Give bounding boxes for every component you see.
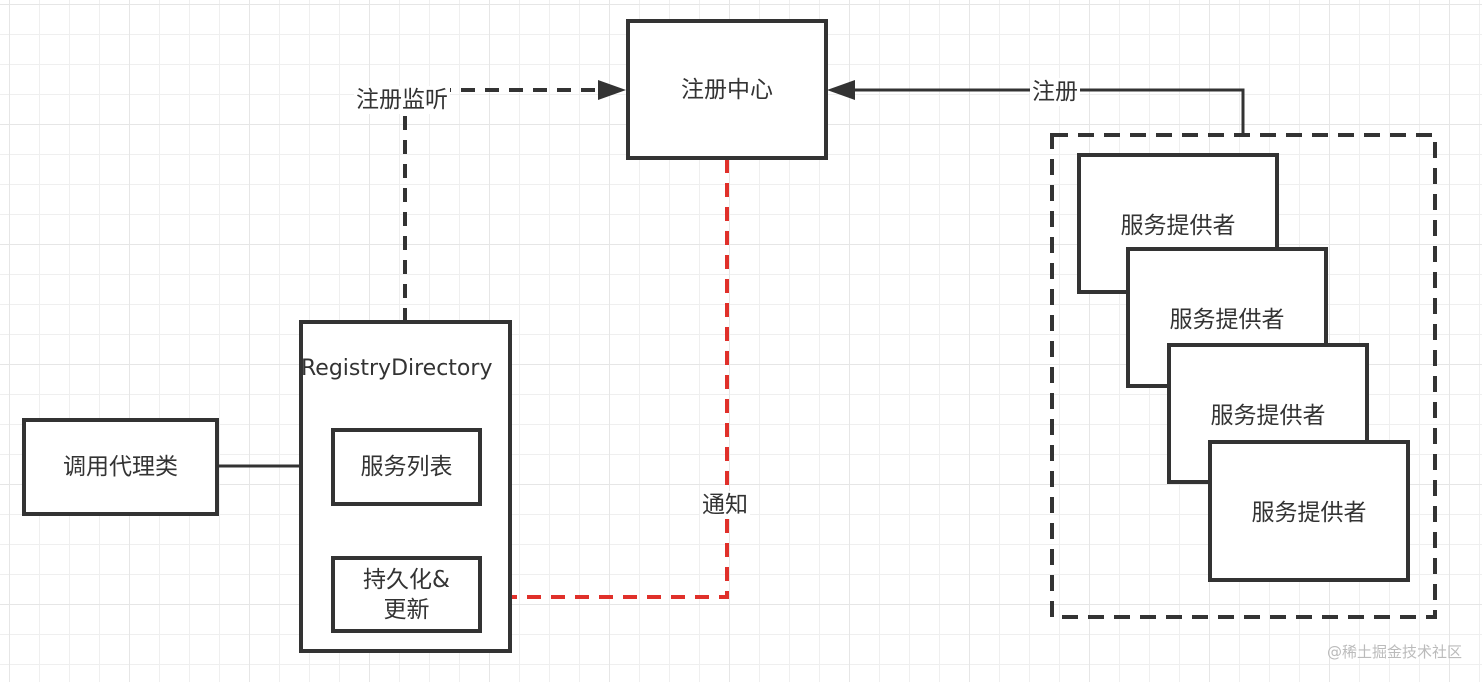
persist-update-label-line1: 持久化& <box>363 566 450 593</box>
provider-label: 服务提供者 <box>1251 500 1367 526</box>
notify-edge <box>510 159 729 599</box>
subscribe-arrowhead <box>598 80 626 100</box>
service-list-node[interactable]: 服务列表 <box>331 428 482 506</box>
persist-update-label-line2: 更新 <box>383 596 430 623</box>
register-edge-label: 注册 <box>1030 78 1080 106</box>
provider-node[interactable]: 服务提供者 <box>1208 440 1410 582</box>
provider-label: 服务提供者 <box>1210 403 1326 429</box>
registry-directory-title: RegistryDirectory <box>301 356 493 381</box>
register-edge <box>852 88 1245 135</box>
subscribe-edge <box>403 88 600 322</box>
watermark: @稀土掘金技术社区 <box>1326 643 1462 661</box>
notify-edge-label: 通知 <box>700 491 750 519</box>
service-list-label: 服务列表 <box>360 454 453 480</box>
persist-update-node[interactable]: 持久化& 更新 <box>331 556 482 633</box>
provider-label: 服务提供者 <box>1169 307 1285 333</box>
invoker-proxy-label: 调用代理类 <box>63 454 178 480</box>
invoker-proxy-node[interactable]: 调用代理类 <box>22 418 219 516</box>
register-arrowhead <box>827 80 855 100</box>
registry-center-label: 注册中心 <box>681 76 773 103</box>
registry-center-node[interactable]: 注册中心 <box>626 19 828 160</box>
subscribe-edge-label: 注册监听 <box>354 86 450 114</box>
provider-label: 服务提供者 <box>1120 213 1236 239</box>
